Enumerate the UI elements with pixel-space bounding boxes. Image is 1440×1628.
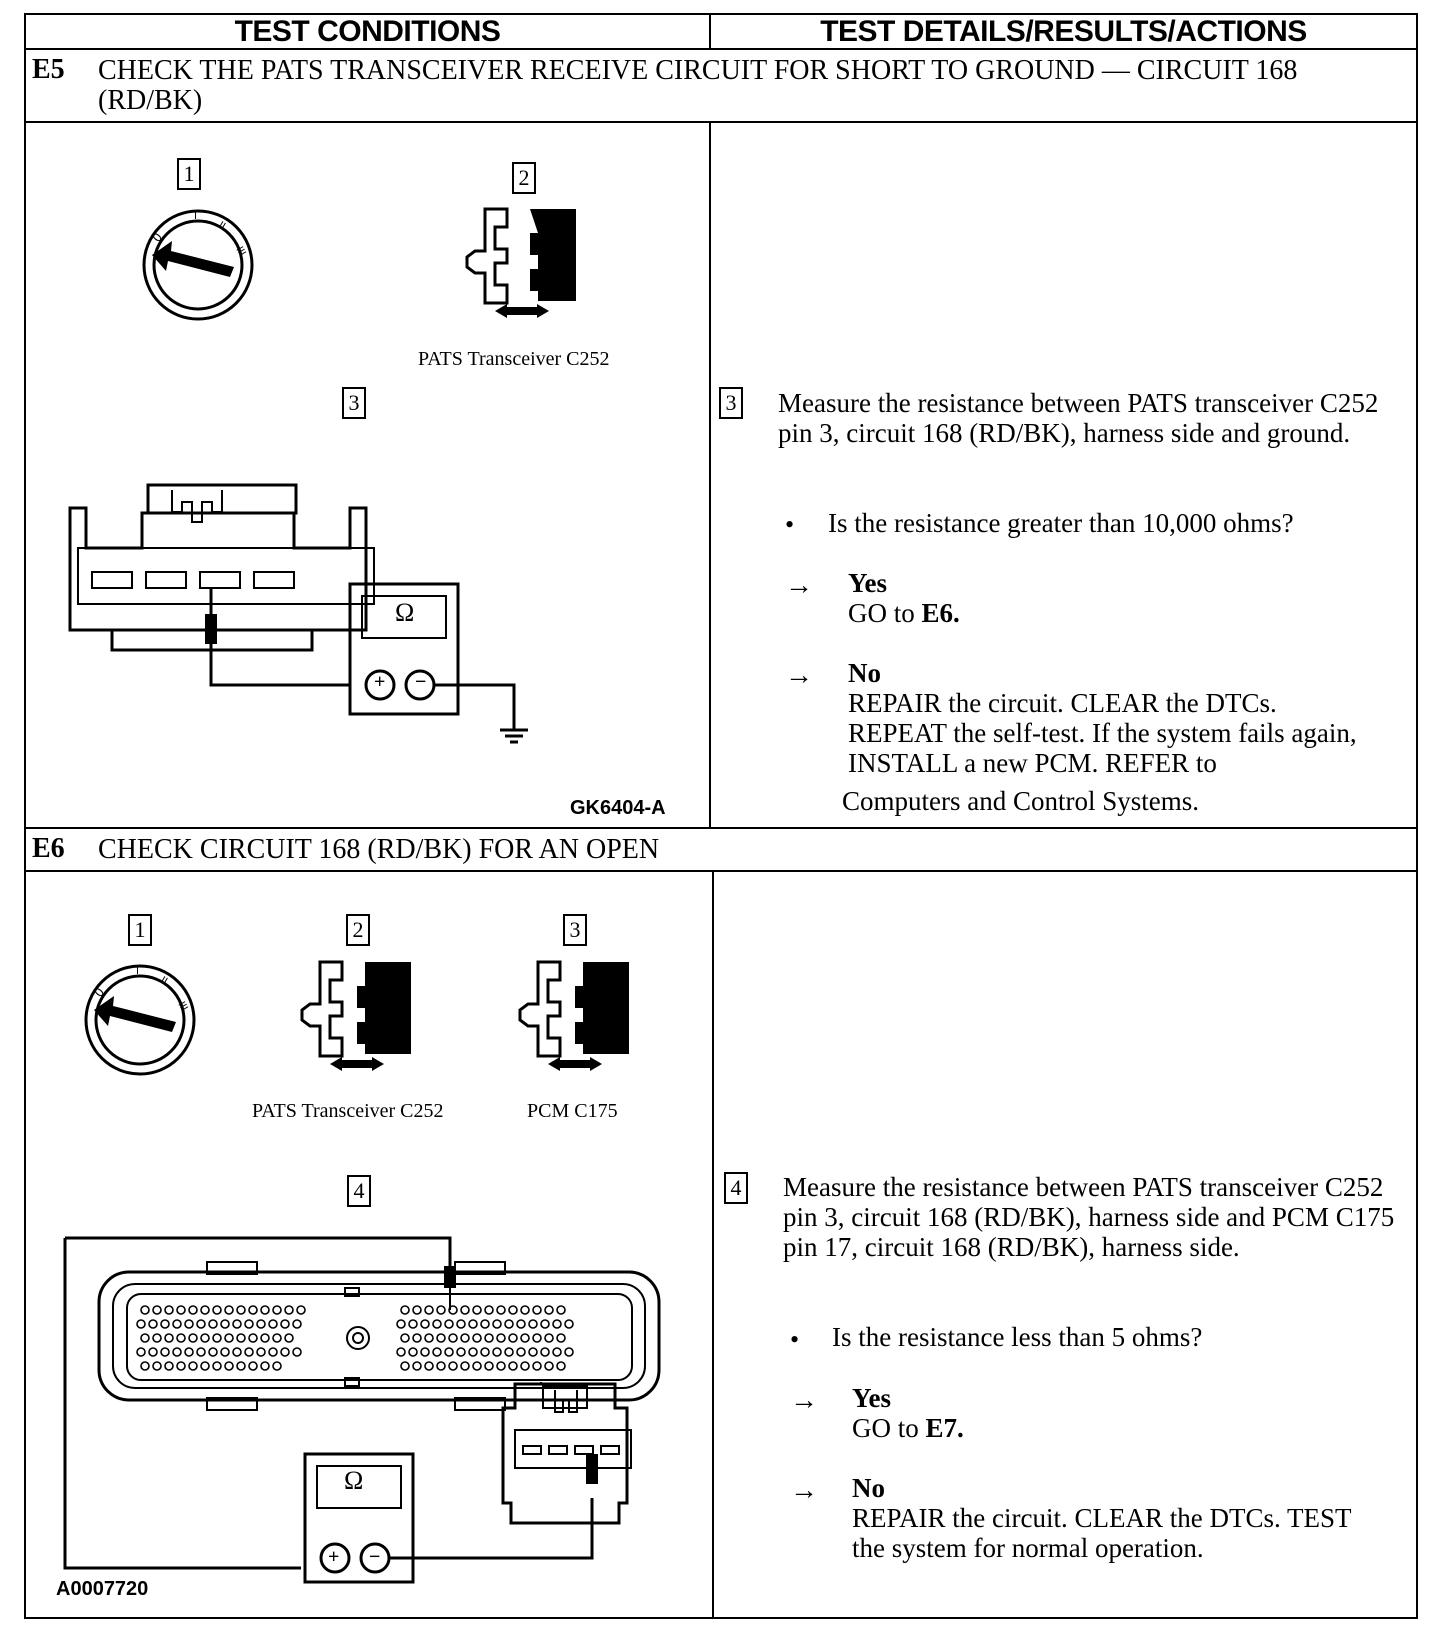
e5-meter-schematic (68, 483, 528, 744)
disconnect-connector-icon (300, 960, 411, 1071)
e5-question: Is the resistance greater than 10,000 oh… (828, 508, 1294, 538)
svg-text:II: II (159, 975, 170, 987)
e6-no-label: No (852, 1473, 885, 1503)
header-test-conditions: TEST CONDITIONS (234, 15, 501, 48)
table-left-border (24, 13, 26, 1619)
ignition-key-icon: 0 I II III (84, 964, 196, 1076)
e6-instruction: Measure the resistance between PATS tran… (783, 1172, 1395, 1262)
e6-yes-action-prefix: GO to (852, 1413, 926, 1443)
e6-fig-step-4: 4 (347, 1175, 371, 1207)
ignition-key-icon: 0 I II III (142, 209, 254, 321)
e5-no-action-reference: Computers and Control Systems. (842, 786, 1199, 816)
e5-detail-step-number: 3 (719, 387, 743, 419)
table-bottom-border (24, 1617, 1418, 1619)
svg-text:I: I (136, 966, 139, 977)
e5-title: CHECK THE PATS TRANSCEIVER RECEIVE CIRCU… (98, 55, 1298, 116)
e5-yes-action: GO to E6. (848, 598, 960, 628)
e5-fig-step-3: 3 (342, 387, 366, 419)
e6-yes-action-target: E7. (925, 1413, 964, 1443)
e6-connector-label-1: PATS Transceiver C252 (252, 1100, 444, 1122)
e5-yes-action-target: E6. (921, 598, 960, 628)
svg-text:0: 0 (150, 230, 166, 245)
e6-fig-step-2: 2 (346, 914, 370, 946)
e5-no-label: No (848, 658, 881, 688)
svg-text:0: 0 (92, 985, 108, 1000)
e5-yes-action-prefix: GO to (848, 598, 922, 628)
e5-meter-ohm-label: Ω (395, 598, 415, 627)
e5-connector-label: PATS Transceiver C252 (418, 348, 610, 370)
e5-title-divider (24, 121, 1418, 123)
e6-no-arrow: → (790, 1475, 818, 1506)
e5-yes-label: Yes (848, 568, 887, 598)
e6-question: Is the resistance less than 5 ohms? (832, 1322, 1203, 1352)
e5-yes-arrow: → (785, 570, 813, 601)
e6-bullet: • (790, 1325, 800, 1354)
svg-text:II: II (217, 220, 228, 232)
e6-figure-id: A0007720 (56, 1578, 149, 1600)
svg-text:I: I (194, 211, 197, 222)
e5-meter-plus-label: + (374, 671, 386, 693)
e6-top-divider (24, 827, 1418, 829)
disconnect-connector-icon (465, 207, 576, 318)
e5-step-id: E5 (32, 54, 65, 85)
e6-detail-step-number: 4 (724, 1172, 748, 1204)
svg-text:III: III (233, 245, 247, 258)
e6-meter-ohm-label: Ω (344, 1466, 364, 1495)
header-divider (24, 48, 1418, 50)
e5-fig-step-1: 1 (177, 158, 201, 190)
e6-meter-plus-label: + (328, 1546, 340, 1568)
e6-fig-step-1: 1 (128, 914, 152, 946)
e6-column-divider (712, 870, 714, 1618)
e5-bullet: • (785, 510, 795, 539)
e5-fig-step-2: 2 (512, 162, 536, 194)
e6-yes-action: GO to E7. (852, 1413, 964, 1443)
header-column-divider (709, 13, 711, 49)
e5-column-divider (709, 121, 711, 829)
e5-instruction: Measure the resistance between PATS tran… (778, 388, 1379, 448)
e5-meter-minus-label: − (415, 671, 427, 693)
e5-no-arrow: → (785, 660, 813, 691)
e5-figure-id: GK6404-A (570, 797, 666, 819)
e6-title: CHECK CIRCUIT 168 (RD/BK) FOR AN OPEN (98, 834, 660, 865)
table-top-border (24, 13, 1418, 15)
e6-yes-label: Yes (852, 1383, 891, 1413)
e6-meter-schematic (63, 1236, 661, 1584)
e6-no-action: REPAIR the circuit. CLEAR the DTCs. TEST… (852, 1503, 1351, 1563)
e6-title-divider (24, 870, 1418, 872)
table-right-border (1416, 13, 1418, 1619)
disconnect-connector-icon (518, 960, 629, 1071)
e6-meter-minus-label: − (369, 1546, 381, 1568)
e6-fig-step-3: 3 (563, 914, 587, 946)
header-test-details: TEST DETAILS/RESULTS/ACTIONS (820, 15, 1307, 48)
e6-yes-arrow: → (790, 1385, 818, 1416)
e6-connector-label-2: PCM C175 (527, 1100, 618, 1122)
svg-text:III: III (175, 1000, 189, 1013)
e5-no-action: REPAIR the circuit. CLEAR the DTCs. REPE… (848, 688, 1357, 778)
e6-step-id: E6 (32, 833, 65, 864)
